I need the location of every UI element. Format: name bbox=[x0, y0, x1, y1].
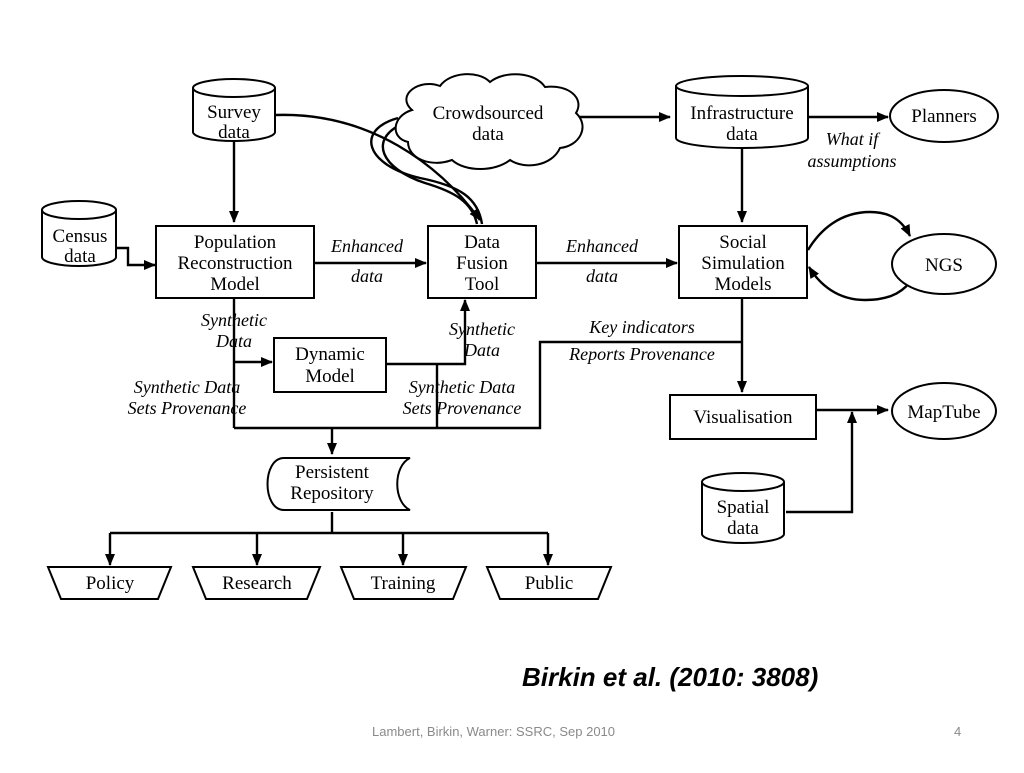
citation: Birkin et al. (2010: 3808) bbox=[522, 662, 819, 692]
poprecon-label-1: Population bbox=[194, 232, 277, 253]
node-population-reconstruction-model: Population Reconstruction Model bbox=[155, 225, 315, 299]
crowd-label-2: data bbox=[472, 124, 504, 145]
survey-label-2: data bbox=[218, 122, 250, 143]
dynamic-label-1: Dynamic bbox=[295, 344, 365, 365]
provenance2-label-1: Synthetic Data bbox=[409, 377, 515, 397]
survey-label-1: Survey bbox=[207, 102, 261, 123]
footer-text: Lambert, Birkin, Warner: SSRC, Sep 2010 bbox=[372, 724, 616, 739]
policy-label: Policy bbox=[86, 573, 135, 594]
node-infrastructure-data: Infrastructure data bbox=[675, 75, 809, 149]
social-label-1: Social bbox=[719, 232, 767, 253]
ngs-label: NGS bbox=[925, 255, 963, 276]
node-spatial-data: Spatial data bbox=[701, 472, 785, 544]
edge-social-to-ngs bbox=[806, 210, 912, 251]
provenance2-label-2: Sets Provenance bbox=[403, 398, 522, 418]
dynamic-label-2: Model bbox=[305, 366, 355, 387]
edge-spatial-to-maptube bbox=[786, 411, 857, 514]
research-label: Research bbox=[222, 573, 292, 594]
node-crowdsourced-data: Crowdsourced data bbox=[394, 73, 584, 170]
synthetic2-label-2: Data bbox=[463, 340, 500, 360]
edge-bottom-bus bbox=[234, 340, 742, 430]
maptube-label: MapTube bbox=[907, 402, 980, 423]
enhanced2-label-1: Enhanced bbox=[565, 236, 639, 256]
training-label: Training bbox=[371, 573, 436, 594]
provenance1-label-1: Synthetic Data bbox=[134, 377, 240, 397]
node-census-data: Census data bbox=[41, 200, 117, 267]
provenance1-label-2: Sets Provenance bbox=[128, 398, 247, 418]
synthetic1-label-1: Synthetic bbox=[201, 310, 267, 330]
node-training: Training bbox=[339, 566, 468, 600]
infra-label-2: data bbox=[726, 124, 758, 145]
edge-labels: What if assumptions Enhanced data Enhanc… bbox=[128, 129, 897, 418]
whatif-label-1: What if bbox=[826, 129, 881, 149]
edge-ngs-to-social bbox=[807, 266, 911, 302]
social-label-3: Models bbox=[715, 274, 772, 295]
keyind-label-1: Key indicators bbox=[588, 317, 695, 337]
node-persistent-repository: Persistent Repository bbox=[266, 457, 411, 511]
visual-label: Visualisation bbox=[693, 407, 793, 428]
fusion-label-3: Tool bbox=[465, 274, 500, 295]
edge-crowd-to-fusion-a bbox=[370, 116, 484, 225]
spatial-label-2: data bbox=[727, 518, 759, 539]
node-data-fusion-tool: Data Fusion Tool bbox=[427, 225, 537, 299]
node-dynamic-model: Dynamic Model bbox=[273, 337, 387, 393]
synthetic2-label-1: Synthetic bbox=[449, 319, 515, 339]
node-public: Public bbox=[485, 566, 613, 600]
fusion-label-1: Data bbox=[464, 232, 500, 253]
poprecon-label-2: Reconstruction bbox=[177, 253, 293, 274]
fusion-label-2: Fusion bbox=[456, 253, 508, 274]
node-visualisation: Visualisation bbox=[669, 394, 817, 440]
edge-census-to-poprecon bbox=[116, 246, 156, 270]
crowd-label-1: Crowdsourced bbox=[433, 103, 544, 124]
census-label-2: data bbox=[64, 246, 96, 267]
public-label: Public bbox=[525, 573, 574, 594]
connectors bbox=[105, 112, 912, 566]
node-survey-data: Survey data bbox=[192, 78, 276, 143]
repo-label-2: Repository bbox=[290, 483, 374, 504]
enhanced2-label-2: data bbox=[586, 266, 618, 286]
whatif-label-2: assumptions bbox=[807, 151, 896, 171]
edge-crowd-to-fusion-b bbox=[381, 123, 479, 225]
edge-dynamic-to-fusion bbox=[386, 299, 470, 366]
node-social-simulation-models: Social Simulation Models bbox=[678, 225, 808, 299]
page-number: 4 bbox=[954, 724, 962, 739]
node-research: Research bbox=[191, 566, 322, 600]
edge-survey-to-fusion bbox=[275, 113, 481, 221]
synthetic1-label-2: Data bbox=[215, 331, 252, 351]
node-ngs: NGS bbox=[891, 233, 997, 295]
node-policy: Policy bbox=[46, 566, 173, 600]
repo-label-1: Persistent bbox=[295, 462, 370, 483]
poprecon-label-3: Model bbox=[210, 274, 260, 295]
keyind-label-2: Reports Provenance bbox=[568, 344, 715, 364]
node-planners: Planners bbox=[889, 89, 999, 143]
node-maptube: MapTube bbox=[891, 382, 997, 440]
infra-label-1: Infrastructure bbox=[690, 103, 793, 124]
enhanced1-label-1: Enhanced bbox=[330, 236, 404, 256]
spatial-label-1: Spatial bbox=[717, 497, 770, 518]
social-label-2: Simulation bbox=[701, 253, 785, 274]
census-label-1: Census bbox=[53, 226, 108, 247]
enhanced1-label-2: data bbox=[351, 266, 383, 286]
planners-label: Planners bbox=[911, 106, 976, 127]
